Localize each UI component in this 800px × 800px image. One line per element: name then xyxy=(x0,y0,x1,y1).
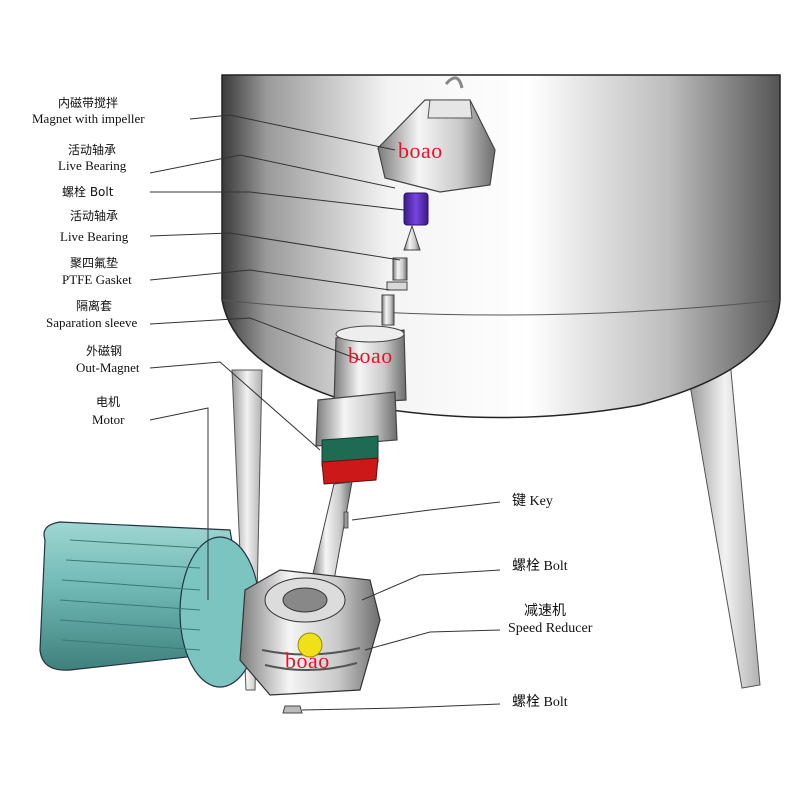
leader-lines-right xyxy=(301,501,501,711)
watermark-middle: boao xyxy=(348,343,393,368)
live-bearing-lower xyxy=(403,224,421,251)
label-speed-reducer-en: Speed Reducer xyxy=(508,621,593,636)
label-live-bearing-1-zh: 活动轴承 xyxy=(68,143,117,157)
purple-bolt xyxy=(403,192,429,226)
key-part xyxy=(343,511,349,529)
out-magnet xyxy=(321,435,379,485)
label-bolt-1: 螺栓 Bolt xyxy=(62,185,114,199)
shaft-segment xyxy=(392,257,408,281)
label-separation-sleeve-zh: 隔离套 xyxy=(76,299,113,313)
label-out-magnet-zh: 外磁钢 xyxy=(86,344,123,358)
motor xyxy=(39,521,261,688)
label-magnet-impeller-en: Magnet with impeller xyxy=(32,111,145,126)
label-ptfe-gasket-zh: 聚四氟垫 xyxy=(70,256,119,270)
tank-body xyxy=(221,74,781,419)
label-motor-en: Motor xyxy=(92,412,125,427)
shaft-segment-2 xyxy=(381,294,395,326)
speed-reducer xyxy=(239,569,381,696)
label-live-bearing-2-zh: 活动轴承 xyxy=(70,209,119,223)
bottom-bolt xyxy=(282,705,303,714)
reducer-yellow-hub xyxy=(297,632,323,658)
watermark-top: boao xyxy=(398,138,443,163)
tank-leg-right xyxy=(689,359,761,689)
tank-weld-seam xyxy=(221,299,781,316)
label-motor-zh: 电机 xyxy=(96,395,121,409)
label-bolt-2: 螺栓 Bolt xyxy=(512,559,568,574)
watermark-bottom: boao xyxy=(285,648,330,673)
label-live-bearing-1-en: Live Bearing xyxy=(58,158,127,173)
ptfe-gasket xyxy=(386,281,408,291)
label-separation-sleeve-en: Saparation sleeve xyxy=(46,315,138,330)
leader-lines-left xyxy=(149,114,405,600)
label-live-bearing-2-en: Live Bearing xyxy=(60,229,129,244)
label-key: 键 Key xyxy=(512,494,553,509)
magnet-with-impeller xyxy=(377,76,496,193)
separation-sleeve xyxy=(315,325,407,447)
label-out-magnet-en: Out-Magnet xyxy=(76,360,140,375)
drive-shaft xyxy=(311,481,353,581)
label-ptfe-gasket-en: PTFE Gasket xyxy=(62,272,132,287)
label-speed-reducer-zh: 减速机 xyxy=(524,604,566,619)
label-bolt-3: 螺栓 Bolt xyxy=(512,695,568,710)
label-magnet-impeller-zh: 内磁带搅拌 xyxy=(58,96,119,110)
